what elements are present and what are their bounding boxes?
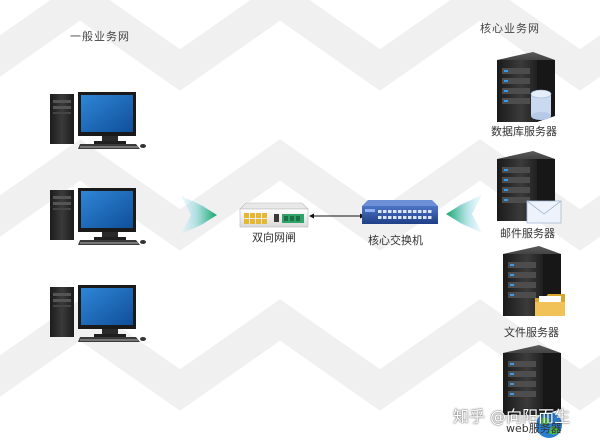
core-switch-label: 核心交换机	[368, 234, 423, 247]
server-tower	[503, 246, 561, 316]
incoming-arrow-icon	[181, 196, 217, 234]
mail-server-icon	[526, 200, 562, 224]
mail-server-label: 邮件服务器	[500, 227, 555, 240]
web-server-icon	[536, 412, 562, 438]
file-server-label: 文件服务器	[504, 326, 559, 339]
database-server	[497, 52, 555, 122]
workstation-2	[50, 188, 146, 245]
server-tower	[497, 52, 555, 122]
database-server-label: 数据库服务器	[491, 125, 557, 138]
server-tower	[503, 345, 561, 415]
desktop-computer-icon	[50, 188, 146, 245]
incoming-arrow-icon	[446, 195, 482, 233]
file-server-icon	[535, 294, 565, 316]
gateway-icon	[239, 202, 309, 228]
web-server-label: web服务器	[506, 422, 562, 435]
gateway-label: 双向网闸	[252, 231, 296, 244]
workstation-3	[50, 285, 146, 342]
mail-server	[497, 151, 562, 224]
general-network-title: 一般业务网	[70, 30, 130, 43]
network-switch-icon	[362, 200, 438, 224]
core-network-title: 核心业务网	[480, 22, 540, 35]
workstation-1	[50, 92, 146, 149]
database-server-icon	[530, 89, 552, 120]
watermark: 知乎 @向阳而生	[453, 407, 571, 426]
file-server	[503, 246, 565, 316]
web-server	[503, 345, 562, 438]
core-switch-device	[362, 200, 438, 224]
background-pattern	[0, 0, 600, 411]
desktop-computer-icon	[50, 285, 146, 342]
desktop-computer-icon	[50, 92, 146, 149]
gateway-device	[239, 202, 309, 228]
